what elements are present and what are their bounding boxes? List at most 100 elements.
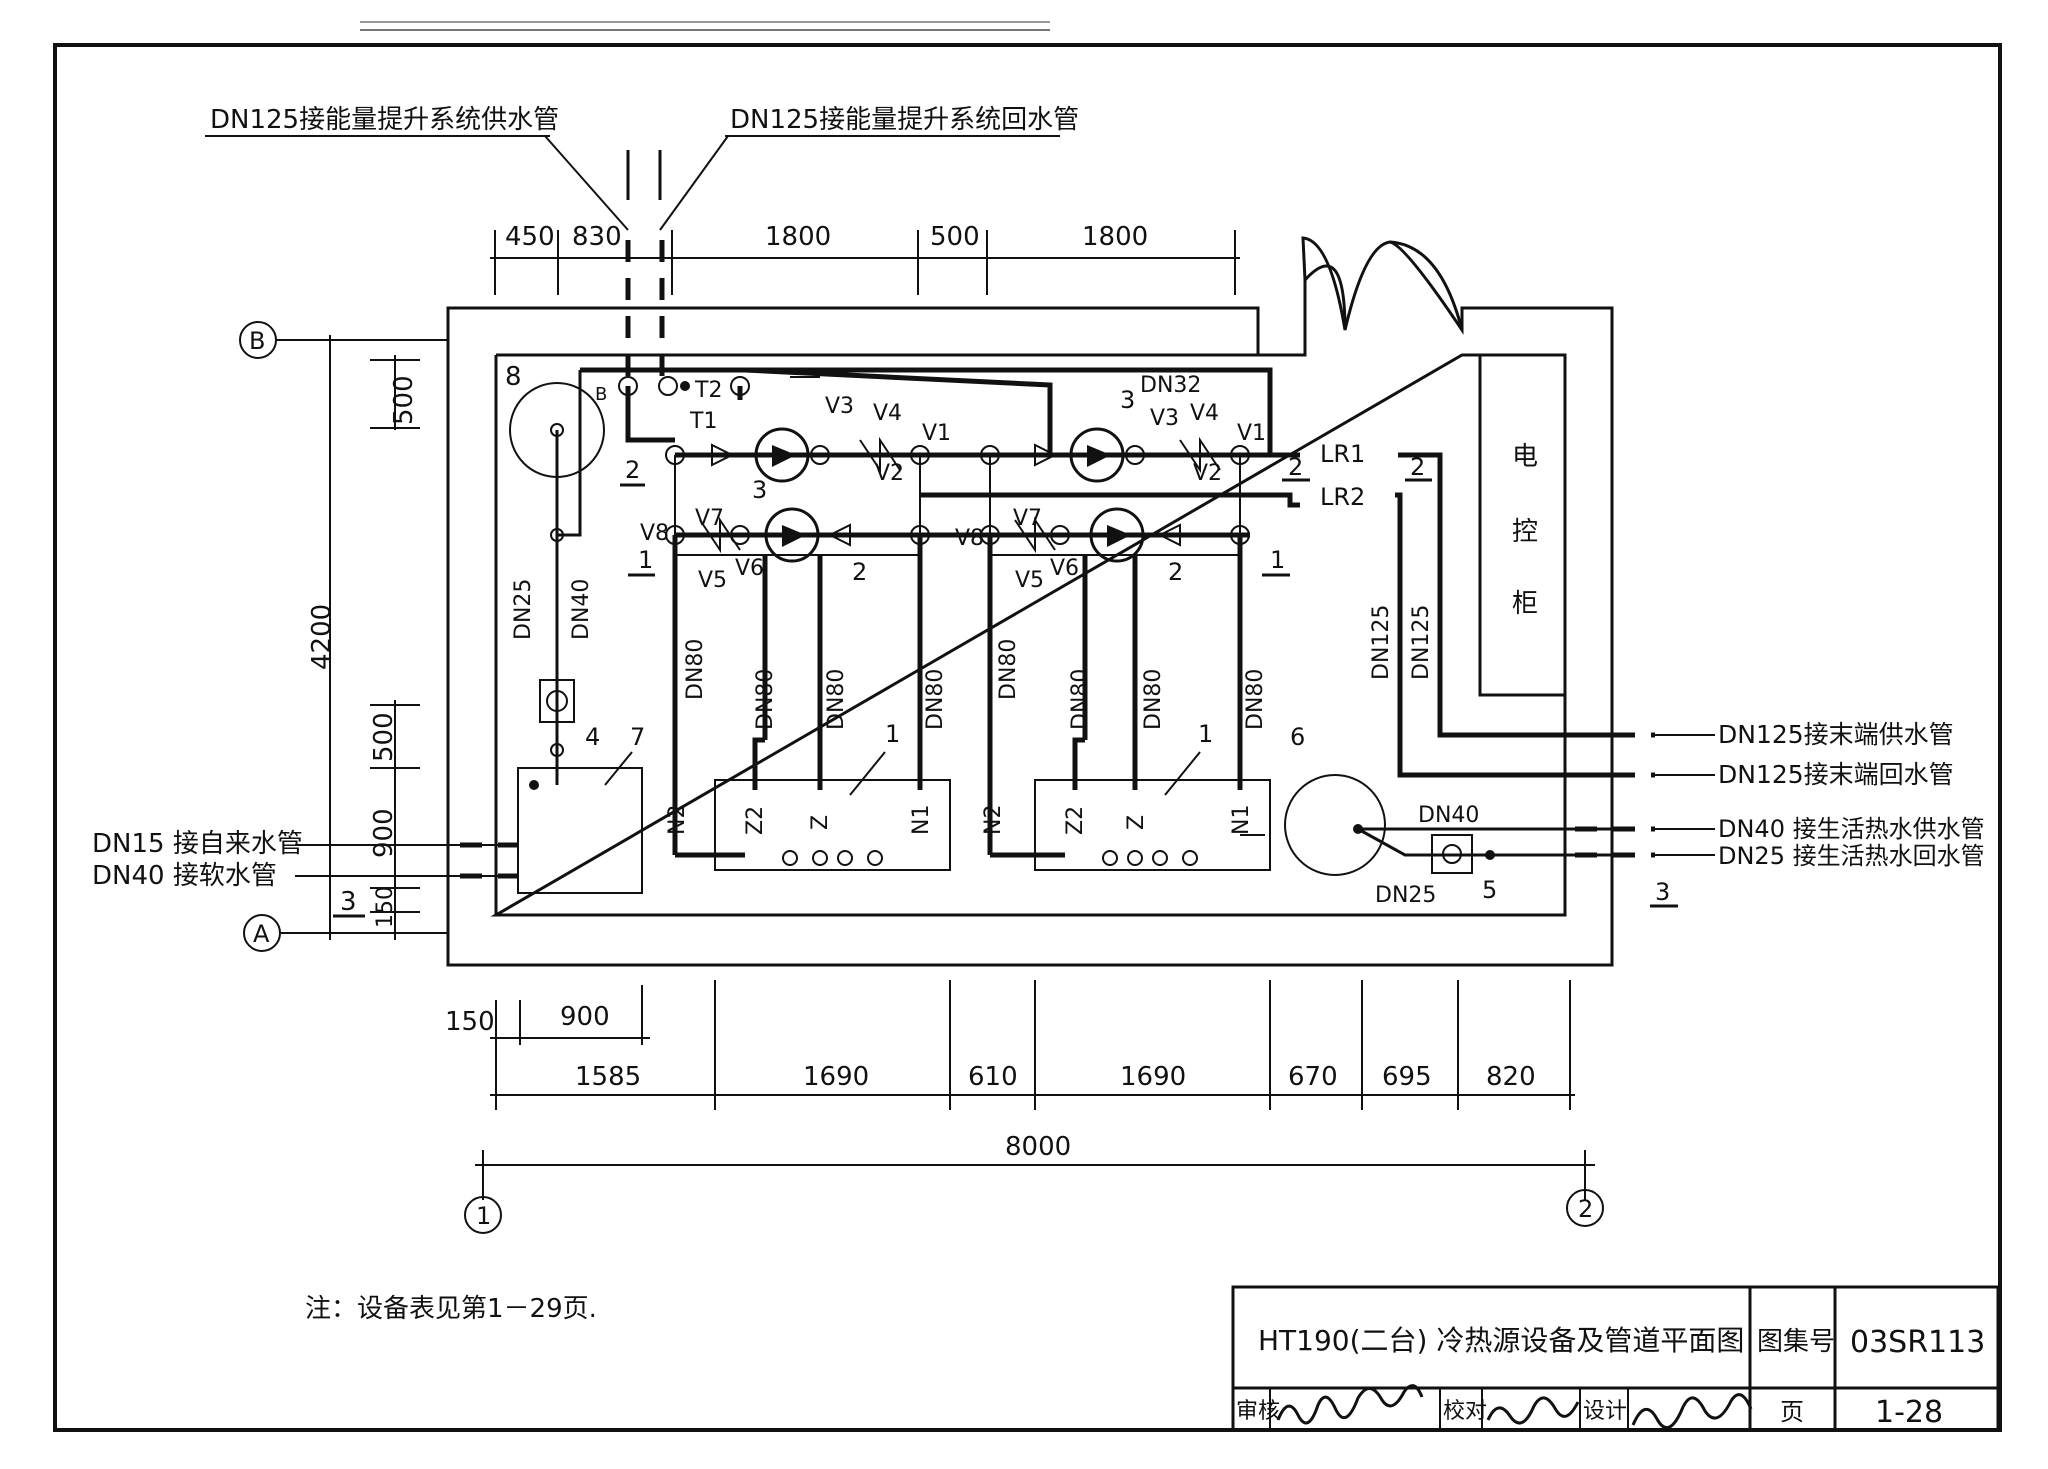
dn80-labels: DN80 DN80 DN80 DN80 DN80 DN80 DN80 DN80 xyxy=(683,639,1268,730)
port-z: Z xyxy=(808,815,833,830)
port-n1: N1 xyxy=(909,805,934,835)
cabinet-char: 柜 xyxy=(1512,589,1538,619)
label-dn125: DN125 xyxy=(1409,605,1434,680)
outer-wall xyxy=(446,236,1614,967)
label-dn80: DN80 xyxy=(1141,669,1166,730)
label-lr1: LR1 xyxy=(1320,440,1365,468)
pipe-node xyxy=(730,376,750,396)
dim-bottom-1690b: 1690 xyxy=(1120,1062,1186,1092)
designer-signature xyxy=(1631,1393,1753,1430)
dim-bottom-670: 670 xyxy=(1288,1062,1338,1092)
axis-1-label: 1 xyxy=(476,1202,491,1230)
label-dn80: DN80 xyxy=(923,669,948,730)
label-dn32: DN32 xyxy=(1140,373,1201,398)
section-mark-3-right: 3 xyxy=(1655,878,1670,906)
end-return-callout: DN125接末端回水管 xyxy=(1718,760,1954,789)
pipe-node xyxy=(680,381,690,391)
equip-3-u2: 3 xyxy=(1120,386,1135,414)
hot-return-callout: DN25 接生活热水回水管 xyxy=(1718,842,1985,870)
z2-connector xyxy=(752,737,765,790)
pipe-node xyxy=(658,376,678,396)
label-v7-u2: V7 xyxy=(1013,506,1042,531)
cabinet-char: 控 xyxy=(1512,517,1538,547)
section-mark-2-lr: 2 xyxy=(1288,453,1303,481)
make-up-pump-4 xyxy=(539,679,575,723)
section-mark-2-a: 2 xyxy=(625,456,640,484)
leader xyxy=(604,751,633,786)
label-v4-u2: V4 xyxy=(1190,401,1219,426)
pipe-node xyxy=(1485,850,1495,860)
port-z-u2: Z xyxy=(1124,815,1149,830)
label-v3-u2: V3 xyxy=(1150,406,1179,431)
label-dn80: DN80 xyxy=(1243,669,1268,730)
leader xyxy=(849,751,886,796)
label-v2-u2: V2 xyxy=(1193,461,1222,486)
label-v6: V6 xyxy=(735,556,764,581)
pump-3-unit1 xyxy=(754,427,810,483)
page-label: 页 xyxy=(1780,1398,1804,1426)
drawing-title: HT190(二台) 冷热源设备及管道平面图 xyxy=(1258,1324,1744,1357)
equip-6: 6 xyxy=(1290,723,1305,751)
port-z2: Z2 xyxy=(743,806,768,835)
label-v5-u2: V5 xyxy=(1015,568,1044,593)
pump-2-unit2 xyxy=(1089,507,1145,563)
label-dn125: DN125 xyxy=(1369,605,1394,680)
butterfly-valves xyxy=(711,443,1181,547)
page-no: 1-28 xyxy=(1875,1395,1943,1430)
label-b-riser: B xyxy=(595,384,607,405)
equip-7: 7 xyxy=(630,723,645,751)
port-z2-u2: Z2 xyxy=(1063,806,1088,835)
dim-left-150: 150 xyxy=(373,886,398,928)
dim-top-500: 500 xyxy=(930,222,980,252)
check-label: 校对 xyxy=(1443,1399,1487,1424)
bottom-dim-ticks-a xyxy=(495,985,643,1065)
dim-bottom-1690a: 1690 xyxy=(803,1062,869,1092)
review-label: 审核 xyxy=(1236,1399,1280,1424)
dim-total-8000: 8000 xyxy=(1005,1132,1071,1162)
z2-connector xyxy=(1072,737,1085,790)
label-dn40: DN40 xyxy=(569,579,594,640)
pipe-node xyxy=(618,376,638,396)
pump-5-impeller xyxy=(1442,844,1462,864)
title-block-frame xyxy=(1231,1285,2000,1432)
pipe-node xyxy=(550,743,564,757)
equip-2-u1: 2 xyxy=(852,558,867,586)
label-dn80: DN80 xyxy=(996,639,1021,700)
label-hw-dn40: DN40 xyxy=(1418,803,1479,828)
pump-impeller xyxy=(782,525,806,547)
electric-cabinet xyxy=(1478,353,1567,697)
label-v3: V3 xyxy=(825,394,854,419)
axis-2-bubble xyxy=(1566,1189,1604,1227)
axis-1-bubble xyxy=(464,1196,502,1234)
dim-top-1800b: 1800 xyxy=(1082,222,1148,252)
equip-5: 5 xyxy=(1482,876,1497,904)
port-n1-u2: N1 xyxy=(1229,805,1254,835)
hot-supply-callout: DN40 接生活热水供水管 xyxy=(1718,815,1985,843)
dim-bottom-820: 820 xyxy=(1486,1062,1536,1092)
return-inlet-callout: DN125接能量提升系统回水管 xyxy=(730,105,1079,135)
equip-1-u2: 1 xyxy=(1198,720,1213,748)
dim-top-830: 830 xyxy=(572,222,622,252)
dn80-risers xyxy=(672,535,1243,855)
label-v5: V5 xyxy=(698,568,727,593)
wall-arch xyxy=(1389,240,1464,331)
equip-4: 4 xyxy=(585,723,600,751)
section-mark-1-b: 1 xyxy=(1270,546,1285,574)
label-v6-u2: V6 xyxy=(1050,556,1079,581)
bottom-dim-ticks-b xyxy=(495,980,1571,1110)
callout-leader xyxy=(659,135,729,231)
pump-3-unit2 xyxy=(1069,427,1125,483)
end-supply-callout: DN125接末端供水管 xyxy=(1718,720,1954,749)
label-dn80: DN80 xyxy=(824,669,849,730)
hw-return-pipe xyxy=(1357,827,1620,857)
supply-inlet-callout: DN125接能量提升系统供水管 xyxy=(210,105,559,135)
port-n2: N2 xyxy=(665,805,690,835)
t1-pipe xyxy=(625,386,675,443)
label-dn25: DN25 xyxy=(511,579,536,640)
pump-4-impeller xyxy=(546,690,568,712)
lr2-pipe xyxy=(920,492,1300,508)
equip-8: 8 xyxy=(505,362,522,392)
cabinet-char: 电 xyxy=(1512,442,1538,472)
chiller-connections xyxy=(782,850,1198,866)
